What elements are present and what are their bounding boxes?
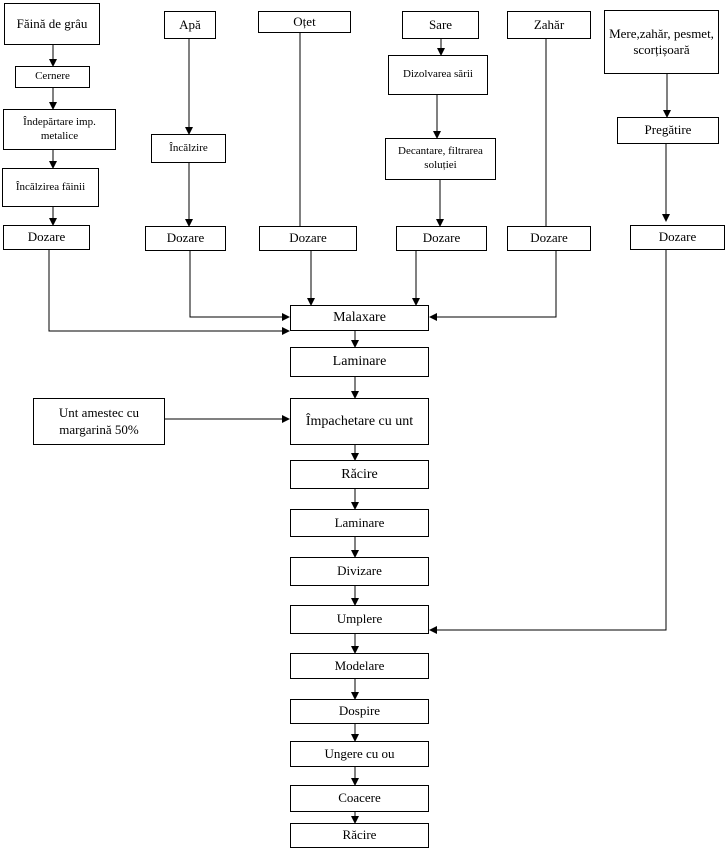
node-dozare-zahar: Dozare [507, 226, 591, 251]
node-label: Dozare [530, 230, 568, 246]
node-label: Modelare [334, 657, 385, 673]
node-incalzire: Încălzire [151, 134, 226, 163]
node-label: Răcire [341, 466, 378, 482]
node-label: Oțet [293, 13, 316, 29]
node-label: Cernere [35, 70, 70, 83]
node-incalzirea-fainii: Încălzirea făinii [2, 168, 99, 207]
edge-dozare5-malaxare [429, 251, 557, 321]
node-mere-zahar-pesmet: Mere,zahăr, pesmet, scorțișoară [604, 10, 719, 74]
node-laminare-2: Laminare [290, 509, 429, 537]
node-laminare-1: Laminare [290, 347, 429, 377]
node-label: Dozare [422, 230, 461, 246]
node-label: Dozare [166, 230, 205, 246]
node-decantare-filtrare: Decantare, filtrarea soluției [385, 138, 496, 180]
node-label: Răcire [342, 827, 377, 843]
node-label: Apă [179, 16, 201, 32]
node-label: Dozare [289, 230, 327, 246]
node-label: Malaxare [333, 310, 386, 326]
node-label: Făină de grâu [16, 15, 88, 31]
node-label: Îndepărtare imp. metalice [23, 115, 96, 142]
node-label: Zahăr [533, 16, 565, 32]
node-label: Ungere cu ou [324, 745, 395, 761]
node-malaxare: Malaxare [290, 305, 429, 331]
node-label: Coacere [338, 790, 381, 806]
node-label: Încălzirea făinii [15, 180, 86, 193]
node-label: Divizare [337, 563, 382, 579]
node-racire-1: Răcire [290, 460, 429, 489]
node-ungere-cu-ou: Ungere cu ou [290, 741, 429, 767]
node-dozare-sare: Dozare [396, 226, 487, 251]
node-dozare-mere: Dozare [630, 225, 725, 250]
node-dozare-faina: Dozare [3, 225, 90, 250]
node-label: Încălzire [169, 141, 208, 154]
node-label: Umplere [336, 611, 383, 627]
node-label: Împachetare cu unt [305, 413, 414, 429]
edge-dozare1-malaxare [48, 250, 290, 335]
node-label: Mere,zahăr, pesmet, scorțișoară [609, 25, 714, 57]
node-label: Dozare [27, 229, 66, 245]
node-cernere: Cernere [15, 66, 90, 88]
node-label: Laminare [332, 354, 387, 370]
node-dozare-apa: Dozare [145, 226, 226, 251]
node-dozare-otet: Dozare [259, 226, 357, 251]
edge-dozare2-malaxare [189, 251, 290, 321]
node-dospire: Dospire [290, 699, 429, 724]
node-unt-margarina: Unt amestec cu margarină 50% [33, 398, 165, 445]
node-racire-2: Răcire [290, 823, 429, 848]
node-apa: Apă [164, 11, 216, 39]
node-faina-de-grau: Făină de grâu [4, 3, 100, 45]
node-label: Laminare [334, 514, 385, 530]
node-sare: Sare [402, 11, 479, 39]
node-label: Dospire [338, 703, 381, 719]
node-modelare: Modelare [290, 653, 429, 679]
node-coacere: Coacere [290, 785, 429, 812]
node-label: Sare [428, 16, 453, 32]
node-label: Dizolvarea sării [403, 68, 473, 81]
node-pregatire: Pregătire [617, 117, 719, 144]
node-label: Pregătire [644, 122, 692, 138]
node-umplere: Umplere [290, 605, 429, 634]
node-dizolvarea-sarii: Dizolvarea sării [388, 55, 488, 95]
node-label: Dozare [658, 229, 697, 245]
node-zahar: Zahăr [507, 11, 591, 39]
node-indepartare-impuritati: Îndepărtare imp. metalice [3, 109, 116, 150]
node-label: Unt amestec cu margarină 50% [58, 405, 140, 437]
node-divizare: Divizare [290, 557, 429, 586]
edge-dozare6-umplere [429, 250, 667, 634]
node-otet: Oțet [258, 11, 351, 33]
node-impachetare-cu-unt: Împachetare cu unt [290, 398, 429, 445]
node-label: Decantare, filtrarea soluției [398, 145, 483, 171]
